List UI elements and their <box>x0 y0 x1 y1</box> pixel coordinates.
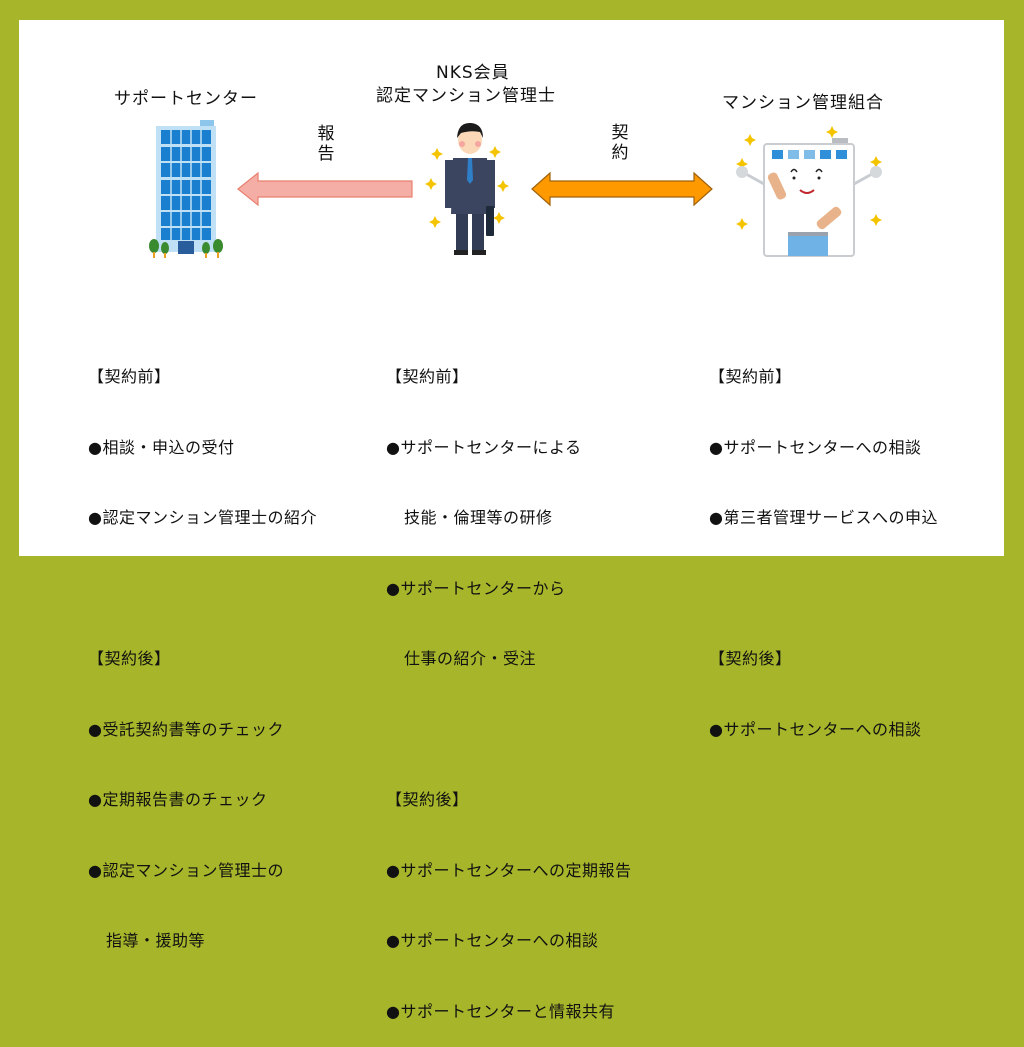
list-item: ●定期報告書のチェック <box>88 790 268 809</box>
list-item-continuation: 技能・倫理等の研修 <box>404 508 553 527</box>
contract-label-char1: 契 <box>611 123 629 143</box>
list-item: ●第三者管理サービスへの申込 <box>709 508 938 527</box>
contract-label: 契 約 <box>610 123 630 163</box>
before-contract-heading: 【契約前】 <box>386 367 469 386</box>
list-item: ●サポートセンターによる <box>386 437 582 457</box>
list-item: ●認定マンション管理士の <box>88 860 284 880</box>
manager-title-line1: NKS会員 <box>436 63 510 83</box>
list-item: ●サポートセンターへの定期報告 <box>386 860 632 880</box>
manager-duties: 【契約前】 ●サポートセンターによる 技能・倫理等の研修 ●サポートセンターから… <box>386 318 631 1047</box>
report-label-char1: 報 <box>317 124 335 144</box>
list-item: ●サポートセンターへの相談 <box>709 719 922 739</box>
contract-label-char2: 約 <box>611 143 629 163</box>
office-building-icon <box>149 120 223 258</box>
contract-arrow <box>531 171 713 207</box>
before-contract-heading: 【契約前】 <box>709 367 792 386</box>
list-item-continuation: 仕事の紹介・受注 <box>404 649 537 668</box>
after-contract-heading: 【契約後】 <box>709 649 792 668</box>
report-arrow <box>237 171 413 207</box>
businessman-icon <box>425 122 509 255</box>
support-center-duties: 【契約前】 ●相談・申込の受付 ●認定マンション管理士の紹介 【契約後】 ●受託… <box>88 318 317 976</box>
list-item: ●サポートセンターへの相談 <box>709 437 922 457</box>
support-center-title: サポートセンター <box>114 89 258 109</box>
report-label: 報 告 <box>316 124 336 164</box>
before-contract-heading: 【契約前】 <box>88 367 171 386</box>
report-label-char2: 告 <box>317 144 335 164</box>
association-duties: 【契約前】 ●サポートセンターへの相談 ●第三者管理サービスへの申込 【契約後】… <box>709 318 938 765</box>
diagram-panel <box>19 20 1004 556</box>
after-contract-heading: 【契約後】 <box>88 649 171 668</box>
manager-title-line2: 認定マンション管理士 <box>376 86 556 106</box>
list-item: ●サポートセンターと情報共有 <box>386 1001 615 1021</box>
list-item: ●受託契約書等のチェック <box>88 719 284 739</box>
list-item: ●サポートセンターへの相談 <box>386 931 599 950</box>
list-item: ●認定マンション管理士の紹介 <box>88 508 317 527</box>
list-item: ●サポートセンターから <box>386 578 566 598</box>
condominium-character-icon <box>736 126 882 257</box>
list-item-continuation: 指導・援助等 <box>106 931 206 950</box>
association-title: マンション管理組合 <box>722 93 884 113</box>
after-contract-heading: 【契約後】 <box>386 790 469 809</box>
list-item: ●相談・申込の受付 <box>88 437 235 457</box>
